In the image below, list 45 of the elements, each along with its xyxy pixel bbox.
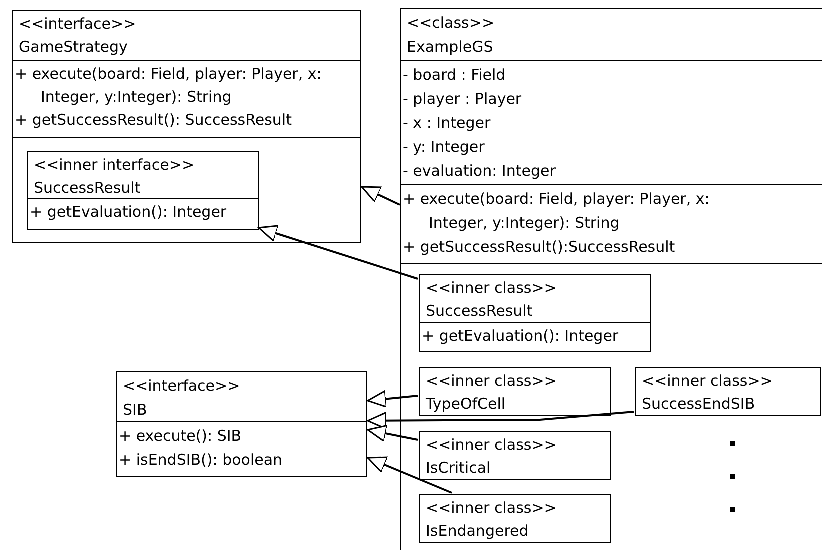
stereotype-label: <<inner class>>: [425, 498, 557, 519]
stereotype-label: <<inner class>>: [425, 278, 557, 299]
member-text: - x : Integer: [402, 113, 491, 134]
member-text: - evaluation: Integer: [402, 161, 556, 182]
member-text: + execute(): SIB: [118, 426, 242, 447]
class-name: GameStrategy: [18, 37, 128, 58]
member-text: + getEvaluation(): Integer: [421, 326, 619, 347]
class-name: SuccessResult: [425, 301, 533, 322]
class-name: SuccessEndSIB: [641, 394, 756, 415]
realization-arrow: [367, 390, 418, 408]
realization-arrow: [367, 424, 418, 442]
stereotype-label: <<class>>: [406, 13, 495, 34]
interface-box: [27, 151, 259, 230]
member-text: + execute(board: Field, player: Player, x: Integer, y:Integer): String: [402, 189, 711, 234]
member-text: + execute(board: Field, player: Player, x: Integer, y:Integer): String: [14, 64, 323, 108]
member-text: + getSuccessResult():SuccessResult: [402, 237, 676, 258]
realization-arrow: [361, 186, 400, 206]
stereotype-label: <<inner class>>: [425, 371, 557, 392]
stereotype-label: <<interface>>: [122, 376, 240, 397]
class-name: IsCritical: [425, 458, 491, 479]
realization-arrow: [258, 225, 418, 280]
member-text: + isEndSIB(): boolean: [118, 450, 283, 471]
stereotype-label: <<inner class>>: [641, 371, 773, 392]
class-box: [419, 431, 611, 480]
stereotype-label: <<inner interface>>: [33, 155, 195, 176]
member-text: + getEvaluation(): Integer: [29, 202, 227, 223]
interface-box: [116, 371, 367, 477]
stereotype-label: <<inner class>>: [425, 435, 557, 456]
member-text: + getSuccessResult(): SuccessResult: [14, 110, 292, 131]
class-name: ExampleGS: [406, 37, 494, 58]
class-box: [419, 274, 651, 352]
member-text: - player : Player: [402, 89, 522, 110]
class-name: SIB: [122, 400, 148, 421]
class-box: [419, 367, 611, 416]
realization-arrow: [367, 456, 452, 494]
class-name: TypeOfCell: [425, 394, 506, 415]
member-text: - board : Field: [402, 65, 506, 86]
member-text: - y: Integer: [402, 137, 485, 158]
class-box: [635, 367, 821, 416]
interface-box: [12, 10, 361, 243]
class-name: SuccessResult: [33, 178, 141, 199]
class-box: [400, 8, 822, 550]
stereotype-label: <<interface>>: [18, 14, 136, 35]
class-box: [419, 494, 611, 543]
class-name: IsEndangered: [425, 521, 529, 542]
